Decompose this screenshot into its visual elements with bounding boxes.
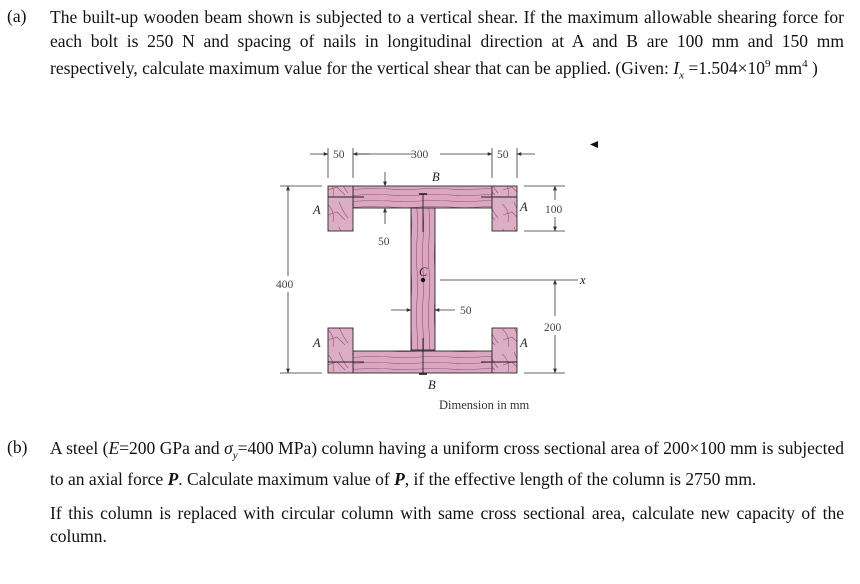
dim-web-thickness: 50 <box>460 305 472 317</box>
axial-force-symbol: P <box>394 469 405 489</box>
centroid-height-dimension <box>524 279 565 374</box>
dim-block-height: 100 <box>545 204 563 216</box>
question-a: (a) The built-up wooden beam shown is su… <box>0 6 860 106</box>
modulus-symbol: E <box>108 438 120 458</box>
label-a-top-right: A <box>519 200 528 214</box>
moment-of-inertia-subscript: x <box>679 69 684 82</box>
top-dimension-lines <box>310 148 535 178</box>
moment-unit: mm <box>770 57 803 78</box>
dim-centroid-height: 200 <box>544 322 562 334</box>
text-segment: , if the effective length of the column … <box>404 469 757 489</box>
text-segment: . Calculate maximum value of <box>178 469 395 489</box>
axial-force-symbol: P <box>167 469 179 489</box>
question-a-text: The built-up wooden beam shown is subjec… <box>50 6 844 88</box>
dim-right-block-width: 50 <box>497 149 509 161</box>
label-a-top-left: A <box>312 203 321 217</box>
question-a-label: (a) <box>7 6 27 26</box>
dim-flange-thickness: 50 <box>378 236 390 248</box>
label-b-bottom: B <box>428 378 436 392</box>
question-b-paragraph-2: If this column is replaced with circular… <box>50 502 844 547</box>
pointer-marker-icon <box>590 141 598 148</box>
label-a-bottom-right: A <box>519 336 528 350</box>
label-b-top: B <box>432 170 440 184</box>
text-segment: =400 MPa) column having a uniform cross … <box>50 438 844 489</box>
moment-of-inertia-value: =1.504×10 <box>683 57 765 78</box>
question-b-paragraph-1: A steel (E=200 GPa and σy=400 MPa) colum… <box>50 437 844 492</box>
question-b: (b) A steel (E=200 GPa and σy=400 MPa) c… <box>0 437 860 577</box>
given-close-paren: ) <box>807 57 818 78</box>
nails <box>328 193 517 375</box>
yield-stress-symbol: σ <box>224 438 233 458</box>
dim-left-block-width: 50 <box>333 149 345 161</box>
centroid-label: C <box>419 265 428 279</box>
exponent-4: 4 <box>802 58 808 70</box>
block-height-dimension <box>524 185 565 232</box>
exponent-9: 9 <box>764 58 771 70</box>
yield-stress-subscript: y <box>232 449 238 462</box>
label-a-bottom-left: A <box>312 336 321 350</box>
question-a-main-text: The built-up wooden beam shown is subjec… <box>50 7 844 78</box>
bottom-flange <box>327 327 518 374</box>
text-segment: =200 GPa and <box>119 438 225 458</box>
beam-cross-section-diagram: 50 300 50 50 100 <box>276 141 598 412</box>
x-axis-label: x <box>579 273 586 287</box>
text-segment: A steel ( <box>50 438 109 458</box>
dim-flange-span: 300 <box>411 149 429 161</box>
moment-of-inertia-symbol: I <box>673 57 680 78</box>
diagram-caption: Dimension in mm <box>439 398 530 412</box>
question-b-text: A steel (E=200 GPa and σy=400 MPa) colum… <box>50 437 844 549</box>
dim-total-height: 400 <box>276 279 294 291</box>
total-height-dimension <box>280 185 322 374</box>
centroid-point <box>420 277 426 283</box>
question-b-label: (b) <box>7 437 28 457</box>
